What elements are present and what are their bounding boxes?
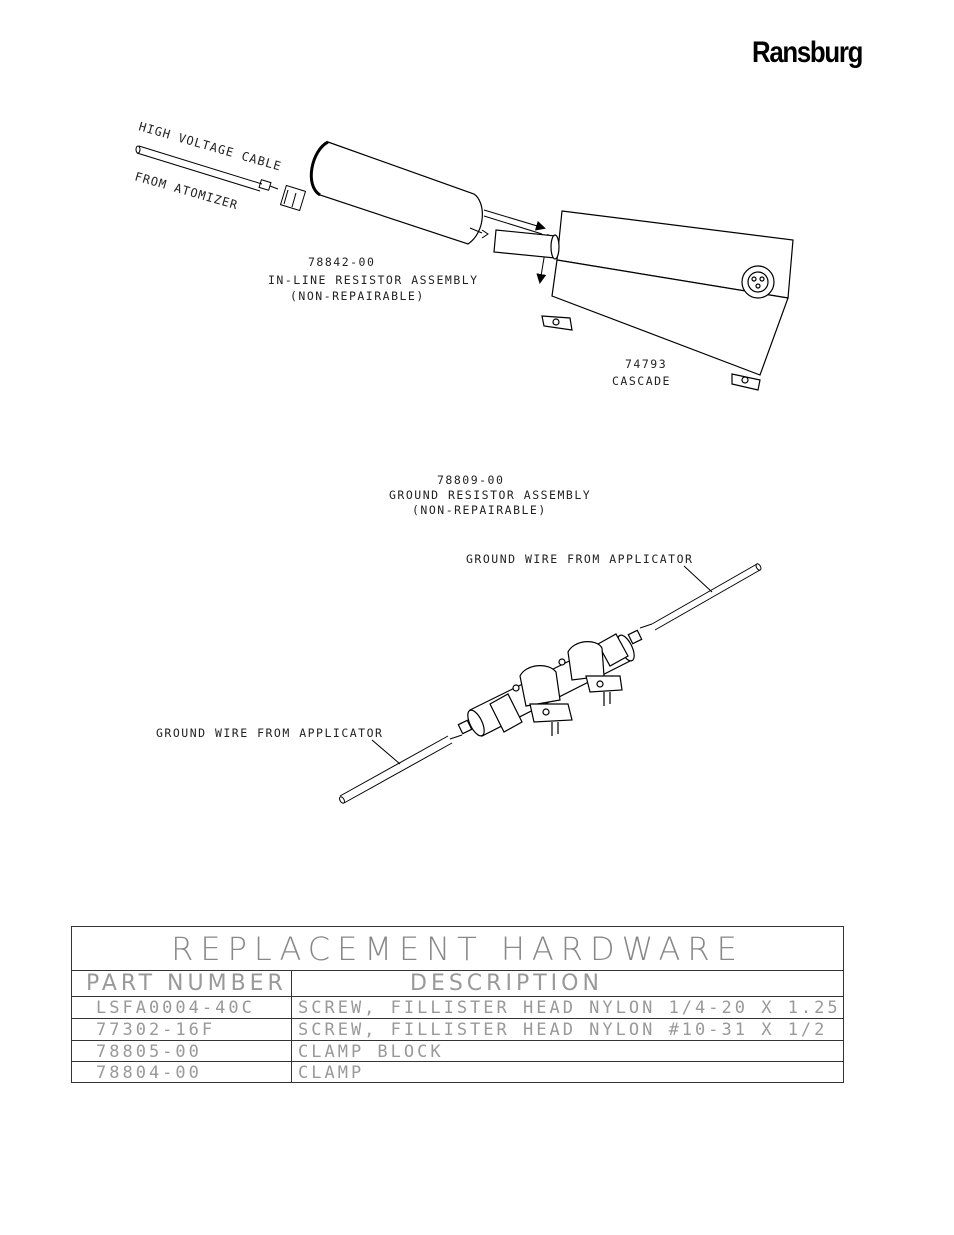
brand-logo: Ransburg	[752, 36, 863, 69]
cable-nut	[279, 184, 307, 212]
description-cell: CLAMP	[298, 1063, 365, 1083]
ground-resistor-name: GROUND RESISTOR ASSEMBLY	[389, 488, 591, 502]
part-number-cell: 78804-00	[96, 1063, 202, 1083]
ground-resistor-part-number: 78809-00	[437, 473, 504, 487]
part-number-cell: 78805-00	[96, 1042, 202, 1062]
resistor-note: (NON-REPAIRABLE)	[290, 289, 425, 303]
description-cell: SCREW, FILLISTER HEAD NYLON 1/4-20 X 1.2…	[298, 998, 841, 1018]
clamp-left	[512, 665, 573, 736]
hv-cable	[135, 145, 279, 192]
ground-wire-bottom	[339, 734, 463, 804]
table-row: 78804-00 CLAMP	[72, 1061, 843, 1084]
table-row: 78805-00 CLAMP BLOCK	[72, 1040, 843, 1063]
column-header-description: DESCRIPTION	[410, 971, 603, 996]
description-cell: CLAMP BLOCK	[298, 1042, 444, 1062]
table-row: LSFA0004-40C SCREW, FILLISTER HEAD NYLON…	[72, 996, 843, 1019]
hv-cable-label-line2: FROM ATOMIZER	[133, 169, 240, 212]
inline-resistor-assembly	[309, 140, 489, 245]
part-number-cell: LSFA0004-40C	[96, 998, 255, 1018]
description-cell: SCREW, FILLISTER HEAD NYLON #10-31 X 1/2	[298, 1020, 828, 1040]
clamp-right	[558, 641, 623, 706]
resistor-part-number: 78842-00	[308, 255, 375, 269]
ground-wire-top	[639, 563, 762, 631]
table-row: 77302-16F SCREW, FILLISTER HEAD NYLON #1…	[72, 1018, 843, 1041]
replacement-hardware-table: REPLACEMENT HARDWARE PART NUMBER DESCRIP…	[71, 926, 844, 1083]
hv-cable-label-line1: HIGH VOLTAGE CABLE	[137, 119, 283, 173]
cascade-name: CASCADE	[612, 374, 671, 388]
cascade-part-number: 74793	[625, 357, 667, 371]
ground-resistor-note: (NON-REPAIRABLE)	[412, 503, 547, 517]
table-title: REPLACEMENT HARDWARE	[72, 927, 843, 971]
resistor-name: IN-LINE RESISTOR ASSEMBLY	[268, 273, 479, 287]
ground-wire-label-bottom: GROUND WIRE FROM APPLICATOR	[156, 726, 383, 740]
column-header-part-number: PART NUMBER	[86, 971, 287, 996]
column-divider	[291, 971, 292, 1083]
cascade	[493, 210, 794, 391]
part-number-cell: 77302-16F	[96, 1020, 216, 1040]
ground-wire-label-top: GROUND WIRE FROM APPLICATOR	[466, 552, 693, 566]
